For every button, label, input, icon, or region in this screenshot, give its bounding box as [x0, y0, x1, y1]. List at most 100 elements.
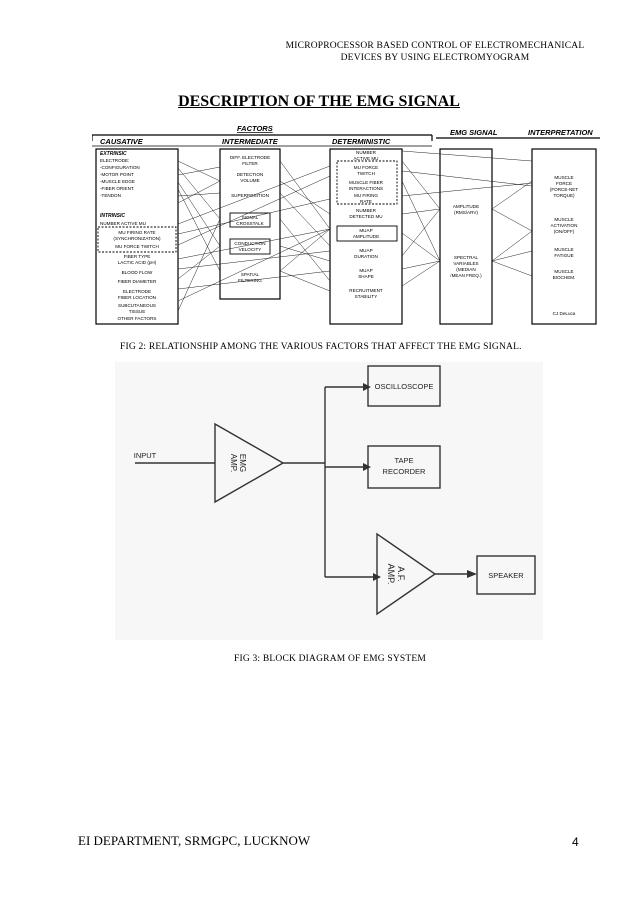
af-amp-label-1: A.F.: [396, 566, 406, 582]
deterministic-label: AMPLITUDE: [353, 234, 379, 239]
intermediate-heading: INTERMEDIATE: [222, 137, 279, 146]
emg-block-diagram: INPUT OSCILLOSCOPE TAPE RECORDER SPEAKER…: [115, 362, 543, 640]
oscilloscope-box: [367, 365, 441, 407]
deterministic-label: MUAP: [359, 228, 372, 233]
input-label: INPUT: [134, 451, 157, 460]
deterministic-label: STABILITY: [355, 294, 378, 299]
interpretation-label: MUSCLE: [554, 217, 573, 222]
causative-heading: CAUSATIVE: [100, 137, 144, 146]
causative-label: LACTIC ACID (pH): [118, 260, 157, 265]
deterministic-label: MUAP: [359, 248, 372, 253]
causative-label: OTHER FACTORS: [118, 316, 157, 321]
deterministic-label: MUAP: [359, 268, 372, 273]
causative-label: FIBER LOCATION: [118, 295, 156, 300]
factors-heading: FACTORS: [237, 124, 273, 133]
interpretation-heading: INTERPRETATION: [528, 128, 593, 137]
oscilloscope-label: OSCILLOSCOPE: [375, 382, 434, 391]
causative-label: NUMBER ACTIVE MU: [100, 221, 146, 226]
interpretation-label: (ON/OFF): [554, 229, 575, 234]
causative-label: TISSUE: [129, 309, 146, 314]
section-title: DESCRIPTION OF THE EMG SIGNAL: [0, 93, 638, 111]
intermediate-label: SPATIAL: [241, 272, 260, 277]
interpretation-label: TORQUE): [553, 193, 575, 198]
credit: CJ DeLuca: [553, 311, 576, 316]
deterministic-label: MU FIRING: [354, 193, 378, 198]
interpretation-label: ACTIVATION: [551, 223, 578, 228]
causative-label: -MUSCLE EDGE: [100, 179, 135, 184]
intermediate-box: [219, 148, 281, 300]
emg-factors-figure: FACTORS CAUSATIVE INTERMEDIATE DETERMINI…: [92, 121, 600, 327]
causative-label: MU FIRING RATE: [118, 230, 155, 235]
figure-2-caption: FIG 2: RELATIONSHIP AMONG THE VARIOUS FA…: [120, 342, 522, 352]
intermediate-label: CROSSTALK: [236, 221, 264, 226]
tape-label-2: RECORDER: [383, 467, 427, 476]
interpretation-label: MUSCLE: [554, 247, 573, 252]
intermediate-label: VELOCITY: [239, 247, 262, 252]
page-number: 4: [572, 835, 579, 849]
intermediate-label: FILTER: [242, 161, 258, 166]
causative-label: -MOTOR POINT: [100, 172, 134, 177]
deterministic-label: ACTIVE MU: [353, 156, 378, 161]
intrinsic-title: INTRINSIC: [100, 213, 125, 219]
running-header: MICROPROCESSOR BASED CONTROL OF ELECTROM…: [285, 40, 585, 64]
tape-label-1: TAPE: [394, 456, 413, 465]
interpretation-label: FATIGUE: [554, 253, 573, 258]
emg-signal-label: VARIABLES: [453, 261, 478, 266]
deterministic-label: DETECTED MU: [349, 214, 382, 219]
causative-label: MU FORCE TWITCH: [115, 244, 159, 249]
emg-signal-label: (MEDIAN: [456, 267, 475, 272]
af-amp-triangle: [376, 532, 437, 616]
intermediate-label: SUPERPOSITION: [231, 193, 269, 198]
interpretation-label: MUSCLE: [554, 269, 573, 274]
figure-3-caption: FIG 3: BLOCK DIAGRAM OF EMG SYSTEM: [234, 654, 427, 664]
causative-label: ELECTRODE:: [100, 158, 129, 163]
intermediate-label: DETECTION: [237, 172, 264, 177]
extrinsic-title: EXTRINSIC: [100, 151, 127, 157]
speaker-box: [476, 555, 536, 595]
deterministic-label: SHAPE: [358, 274, 374, 279]
emg-signal-heading: EMG SIGNAL: [450, 128, 498, 137]
causative-label: -FIBER ORIENT.: [100, 186, 134, 191]
deterministic-label: MUSCLE FIBER: [349, 180, 384, 185]
interpretation-label: (FORCE-NET: [550, 187, 579, 192]
causative-label: FIBER TYPE: [124, 254, 151, 259]
section-title-text: DESCRIPTION OF THE EMG SIGNAL: [178, 93, 460, 110]
header-line-1: MICROPROCESSOR BASED CONTROL OF ELECTROM…: [285, 41, 585, 51]
emg-signal-label: AMPLITUDE: [453, 204, 479, 209]
deterministic-label: NUMBER: [356, 150, 377, 155]
interpretation-label: BIOCHEM.: [553, 275, 576, 280]
causative-label: SUBCUTANEOUS: [118, 303, 156, 308]
causative-label: ELECTRODE: [123, 289, 151, 294]
deterministic-label: RATE: [360, 199, 372, 204]
emg-amp-label-1: EMG: [238, 454, 247, 472]
emg-amp-triangle: [214, 422, 285, 504]
deterministic-label: INTERACTIONS: [349, 186, 383, 191]
intermediate-label: FILTERING: [238, 278, 262, 283]
footer-department: EI DEPARTMENT, SRMGPC, LUCKNOW: [78, 833, 311, 848]
deterministic-label: DURATION: [354, 254, 378, 259]
interpretation-label: FORCE: [556, 181, 572, 186]
interpretation-label: MUSCLE: [554, 175, 573, 180]
causative-box: [95, 148, 179, 325]
header-line-2: DEVICES BY USING ELECTROMYOGRAM: [340, 53, 530, 63]
intermediate-label: CONDUCTION: [234, 241, 265, 246]
deterministic-label: NUMBER: [356, 208, 377, 213]
deterministic-label: MU FORCE: [354, 165, 379, 170]
deterministic-box: [329, 148, 403, 325]
deterministic-heading: DETERMINISTIC: [332, 137, 391, 146]
causative-label: -CONFIGURATION: [100, 165, 140, 170]
causative-label: -TENDON: [100, 193, 121, 198]
intermediate-label: DIFF. ELECTRODE: [230, 155, 270, 160]
deterministic-label: TWITCH: [357, 171, 375, 176]
intermediate-label: VOLUME: [240, 178, 259, 183]
speaker-label: SPEAKER: [488, 571, 524, 580]
causative-label: (SYNCHRONIZATION): [113, 236, 161, 241]
deterministic-label: RECRUITMENT: [349, 288, 383, 293]
causative-label: BLOOD FLOW: [122, 270, 153, 275]
emg-signal-label: /MEAN FREQ.): [450, 273, 482, 278]
emg-amp-label-2: AMP.: [229, 454, 238, 473]
af-amp-label-2: AMP.: [386, 564, 396, 585]
causative-label: FIBER DIAMETER: [118, 279, 157, 284]
emg-signal-box: [439, 148, 493, 325]
emg-signal-label: (RMS/ARV): [454, 210, 478, 215]
